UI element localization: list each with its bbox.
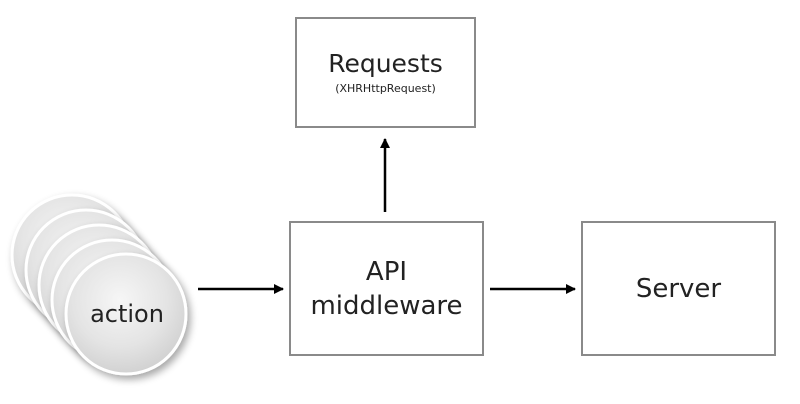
server-box: Server <box>581 221 776 356</box>
server-label: Server <box>635 273 722 304</box>
api-middleware-box: API middleware <box>289 221 484 356</box>
action-circle-front <box>64 252 188 376</box>
action-label: action <box>90 300 164 328</box>
requests-box: Requests (XHRHttpRequest) <box>295 17 476 128</box>
requests-subtitle: (XHRHttpRequest) <box>335 81 436 95</box>
api-middleware-line-1: API <box>365 256 408 287</box>
api-middleware-line-2: middleware <box>310 290 463 321</box>
requests-title: Requests <box>328 48 443 78</box>
